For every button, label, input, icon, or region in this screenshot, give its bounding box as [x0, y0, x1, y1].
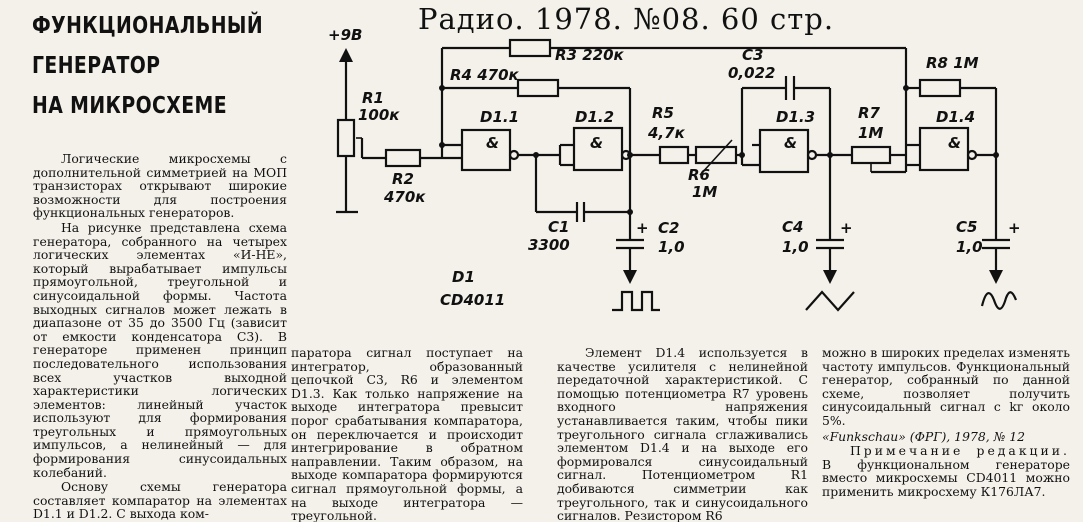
c1-name: C1	[548, 218, 569, 236]
c5-name: C5	[956, 218, 977, 236]
gate-d14-inverter	[966, 149, 978, 161]
r1-value: 100к	[358, 106, 400, 124]
r6-variable-arrow	[699, 139, 733, 176]
r3-resistor	[508, 38, 552, 58]
title-line-2: ГЕНЕРАТОР	[32, 53, 161, 79]
gate-d14-label: D1.4	[936, 108, 975, 126]
editor-note-title: Примечание редакции.	[850, 443, 1070, 459]
c1-value: 3300	[528, 236, 570, 254]
gate-d11-symbol: &	[486, 134, 499, 152]
r2-value: 470к	[383, 188, 426, 206]
r1-resistor	[336, 118, 356, 158]
sine-wave-icon	[980, 291, 1018, 310]
text-column-1: Логические микросхемы с дополнительной с…	[33, 152, 287, 522]
gate-d11-inverter	[508, 149, 520, 161]
gate-d13-symbol: &	[784, 134, 797, 152]
r8-resistor	[918, 78, 962, 98]
gate-d14-symbol: &	[948, 134, 961, 152]
r7-value: 1М	[858, 124, 883, 142]
text-column-2: паратора сигнал поступает на интегратор,…	[291, 346, 523, 522]
c5-value: 1,0	[956, 238, 983, 256]
gate-d14	[918, 126, 970, 172]
title-line-1: ФУНКЦИОНАЛЬНЫЙ	[32, 13, 264, 39]
node-dot	[533, 152, 539, 158]
c5-plus: +	[1008, 219, 1021, 237]
gate-d12	[572, 126, 624, 172]
paragraph: На рисунке представлена схема генератора…	[33, 219, 287, 480]
c3-name: C3	[742, 46, 763, 64]
chip-name: D1	[452, 268, 475, 286]
text-column-4: можно в широких пределах изменять частот…	[822, 346, 1070, 522]
r1-name: R1	[362, 89, 384, 107]
paragraph: Логические микросхемы с дополнительной с…	[33, 152, 287, 221]
r7-resistor	[850, 145, 892, 165]
chip-type: CD4011	[440, 291, 505, 309]
r7-name: R7	[858, 104, 881, 122]
c4-value: 1,0	[782, 238, 809, 256]
r3-label: R3 220к	[555, 46, 625, 64]
node-dot	[627, 209, 633, 215]
circuit-schematic: +9В R1 100к R2 470к R3 220к R4 470к D1.1…	[328, 26, 1021, 312]
square-wave-icon	[612, 290, 660, 312]
r4-label: R4 470к	[450, 66, 520, 84]
r8-label: R8 1М	[926, 54, 979, 72]
gate-d13	[758, 128, 810, 174]
article-title: ФУНКЦИОНАЛЬНЫЙ ГЕНЕРАТОР НА МИКРОСХЕМЕ	[32, 6, 263, 126]
r5-value: 4,7к	[647, 124, 686, 142]
gate-d12-label: D1.2	[575, 108, 614, 126]
editor-note-text: В функциональном генераторе вместо микро…	[822, 456, 1070, 499]
r5-resistor	[658, 145, 690, 165]
output-arrow-icon	[623, 270, 637, 284]
source-header: Радио. 1978. №08. 60 стр.	[418, 2, 835, 36]
r6-name: R6	[688, 166, 710, 184]
paragraph: можно в широких пределах изменять частот…	[822, 346, 1070, 428]
editor-note: Примечание редакции. В функциональном ге…	[822, 444, 1070, 498]
triangle-wave-icon	[805, 290, 855, 312]
r6-value: 1М	[692, 183, 717, 201]
c3-value: 0,022	[728, 64, 775, 82]
paragraph: Основу схемы генератора составляет компа…	[33, 479, 287, 522]
gate-d11-label: D1.1	[480, 108, 519, 126]
c4-plus: +	[840, 219, 853, 237]
title-line-3: НА МИКРОСХЕМЕ	[32, 93, 228, 119]
r4-resistor	[516, 78, 560, 98]
node-dot	[739, 152, 745, 158]
gate-d13-inverter	[806, 149, 818, 161]
paragraph: паратора сигнал поступает на интегратор,…	[291, 346, 523, 522]
output-arrow-icon	[823, 270, 837, 284]
gate-d13-label: D1.3	[776, 108, 815, 126]
r5-name: R5	[652, 104, 674, 122]
gate-d12-symbol: &	[590, 134, 603, 152]
source-citation: «Funkschau» (ФРГ), 1978, № 12	[822, 428, 1026, 444]
node-dot	[439, 142, 445, 148]
paragraph: Элемент D1.4 используется в качестве уси…	[557, 346, 808, 522]
supply-label: +9В	[328, 26, 362, 44]
output-arrow-icon	[989, 270, 1003, 284]
c2-name: C2	[658, 219, 679, 237]
supply-arrow-icon	[339, 48, 353, 62]
r2-name: R2	[392, 170, 414, 188]
r6-resistor	[694, 145, 738, 165]
gate-d11	[460, 128, 512, 172]
text-column-3: Элемент D1.4 используется в качестве уси…	[557, 346, 808, 522]
c4-name: C4	[782, 218, 803, 236]
c2-value: 1,0	[658, 238, 685, 256]
r2-resistor	[384, 148, 422, 168]
c2-plus: +	[636, 219, 649, 237]
